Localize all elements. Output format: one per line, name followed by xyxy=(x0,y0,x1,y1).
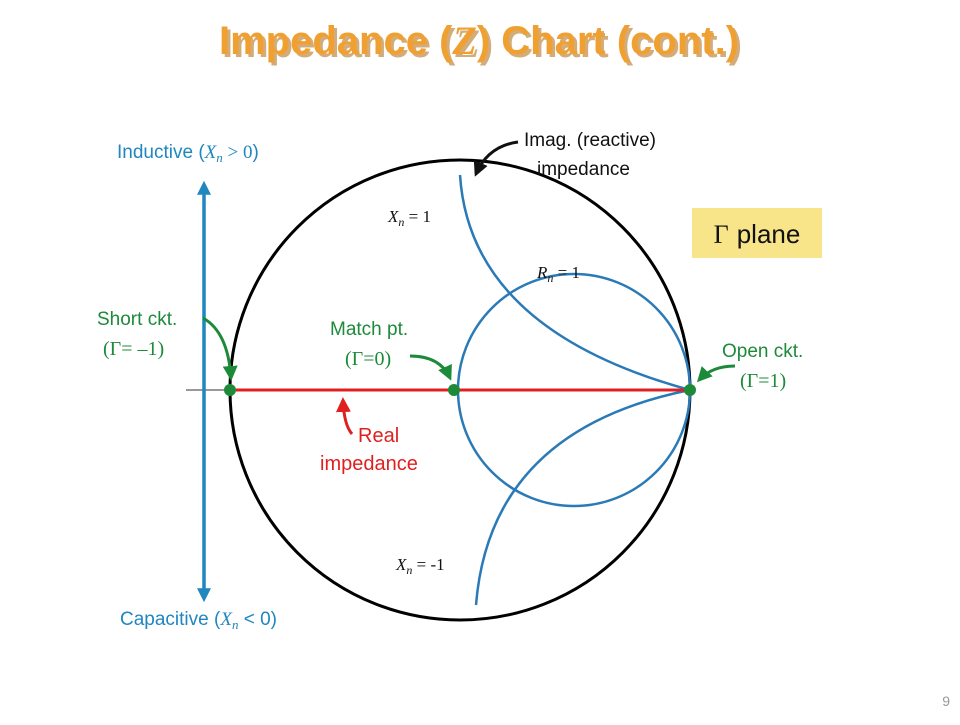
inductive-label: Inductive (Xn > 0) xyxy=(117,142,259,165)
real-annotation-line2: impedance xyxy=(320,453,418,475)
short-annotation-line2: (Γ= –1) xyxy=(103,338,164,360)
open-annotation-line1: Open ckt. xyxy=(722,341,803,362)
capacitive-label: Capacitive (Xn < 0) xyxy=(120,609,277,632)
reactance-arc-xn-pos1 xyxy=(458,174,691,392)
title-shadow: Impedance (Z) Chart (cont.) xyxy=(222,21,742,66)
real-arrow xyxy=(335,397,354,435)
reactance-arc-xn-neg1 xyxy=(474,388,691,606)
imag-arrow xyxy=(473,140,519,177)
open-arrow xyxy=(696,364,736,383)
match-annotation-line2: (Γ=0) xyxy=(345,348,391,370)
match-point xyxy=(448,384,460,396)
short-annotation-line1: Short ckt. xyxy=(97,309,177,330)
page-title: Impedance (Z) Chart (cont.) xyxy=(219,18,739,63)
open-circuit-point xyxy=(684,384,696,396)
page-number: 9 xyxy=(942,693,950,709)
match-arrow xyxy=(409,354,452,381)
open-annotation-line2: (Γ=1) xyxy=(740,370,786,392)
imag-annotation-line1: Imag. (reactive) xyxy=(524,130,656,151)
real-annotation-line1: Real xyxy=(358,425,399,447)
short-arrow xyxy=(202,316,238,381)
gamma-plane-box xyxy=(692,208,822,258)
xn-pos-label: Xn = 1 xyxy=(387,207,431,229)
imag-annotation-line2: impedance xyxy=(537,159,630,180)
rn-label: Rn = 1 xyxy=(536,263,580,285)
match-annotation-line1: Match pt. xyxy=(330,319,408,340)
short-circuit-point xyxy=(224,384,236,396)
xn-neg-label: Xn = -1 xyxy=(395,555,445,577)
